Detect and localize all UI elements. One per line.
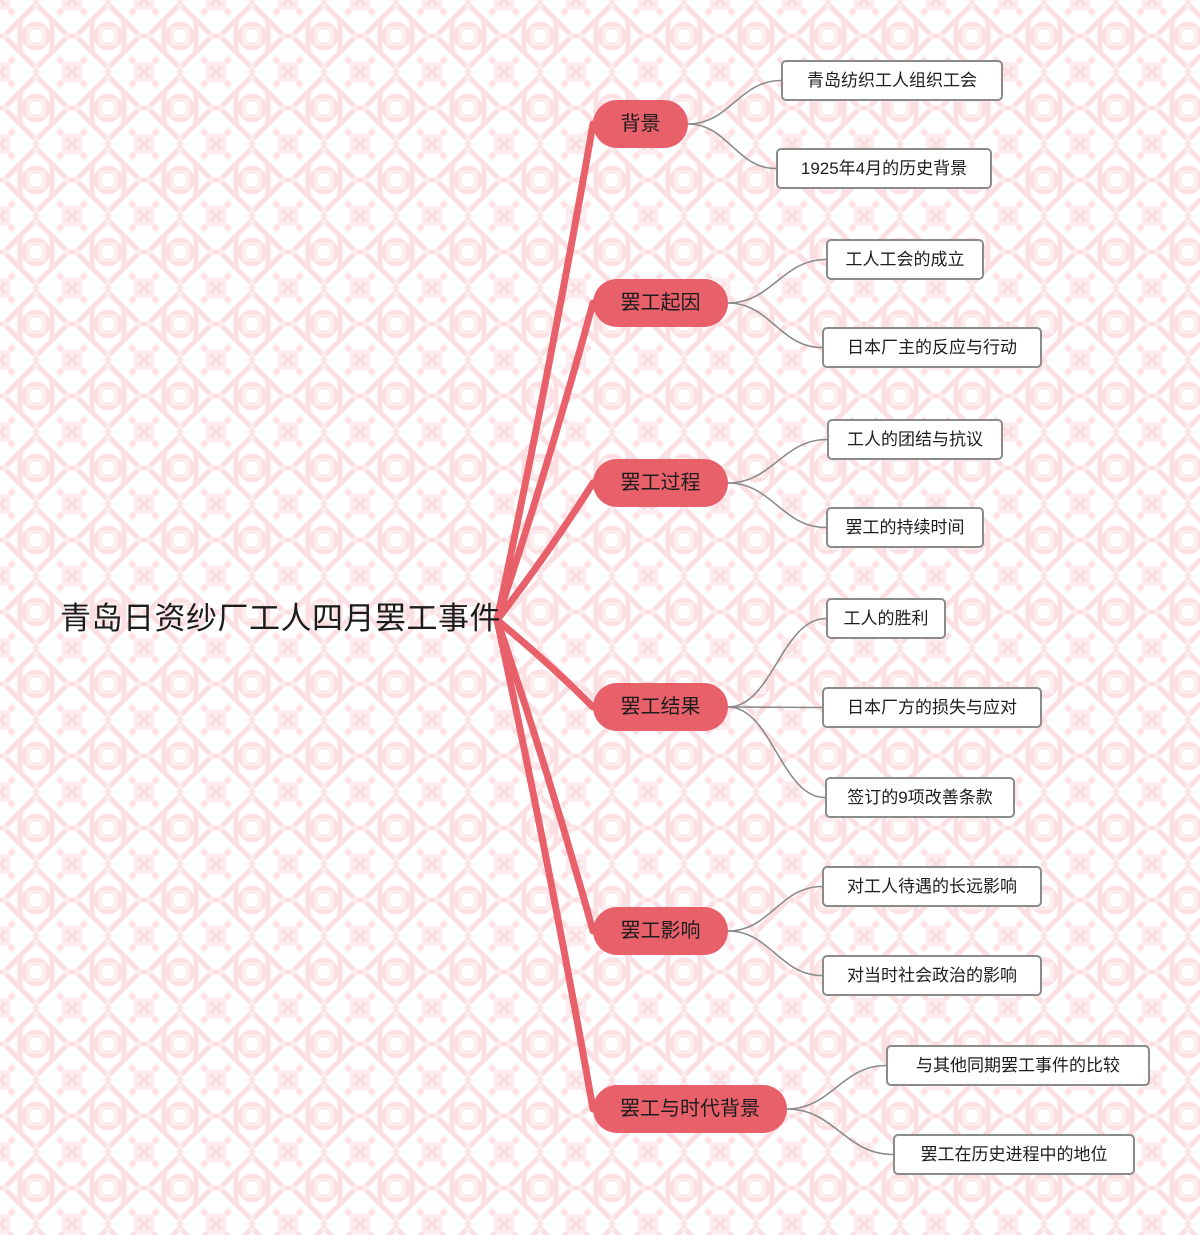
leaf-edge-impact-1 [727,930,823,977]
branch-node-cause[interactable]: 罢工起因 [593,279,728,327]
leaf-node-impact-1[interactable]: 对当时社会政治的影响 [822,955,1042,996]
leaf-node-result-1[interactable]: 日本厂方的损失与应对 [822,687,1042,728]
leaf-node-process-1[interactable]: 罢工的持续时间 [826,507,984,548]
trunk-edge-cause [493,299,597,624]
leaf-node-background-0[interactable]: 青岛纺织工人组织工会 [781,60,1003,101]
trunk-edge-era [493,616,597,1113]
leaf-node-cause-1[interactable]: 日本厂主的反应与行动 [822,327,1042,368]
leaf-node-impact-0[interactable]: 对工人待遇的长远影响 [822,866,1042,907]
leaf-edge-result-0 [727,617,827,708]
leaf-node-result-2[interactable]: 签订的9项改善条款 [825,777,1015,818]
leaf-edge-impact-0 [727,885,823,932]
branch-node-impact[interactable]: 罢工影响 [593,907,728,955]
leaf-edge-background-0 [687,79,782,125]
trunk-edge-process [493,479,597,624]
leaf-edge-cause-1 [727,302,823,349]
leaf-edge-era-1 [786,1108,894,1156]
root-node[interactable]: 青岛日资纱厂工人四月罢工事件 [60,601,501,636]
leaf-edge-result-2 [727,706,826,799]
leaf-edge-result-1 [727,706,823,709]
leaf-edge-process-1 [727,482,827,529]
trunk-edge-background [493,120,597,624]
leaf-node-era-1[interactable]: 罢工在历史进程中的地位 [893,1134,1135,1175]
trunk-edge-impact [493,616,597,935]
leaf-edge-cause-0 [727,258,827,304]
leaf-node-background-1[interactable]: 1925年4月的历史背景 [776,148,992,189]
leaf-edge-background-1 [687,123,777,170]
branch-node-result[interactable]: 罢工结果 [593,683,728,731]
branch-node-background[interactable]: 背景 [593,100,688,148]
branch-node-process[interactable]: 罢工过程 [593,459,728,507]
leaf-node-result-0[interactable]: 工人的胜利 [826,598,946,639]
leaf-edge-process-0 [727,438,828,484]
leaf-node-era-0[interactable]: 与其他同期罢工事件的比较 [886,1045,1150,1086]
branch-node-era[interactable]: 罢工与时代背景 [593,1085,787,1133]
trunk-edge-result [493,616,597,711]
leaf-node-cause-0[interactable]: 工人工会的成立 [826,239,984,280]
leaf-edge-era-0 [786,1064,887,1110]
leaf-node-process-0[interactable]: 工人的团结与抗议 [827,419,1003,460]
